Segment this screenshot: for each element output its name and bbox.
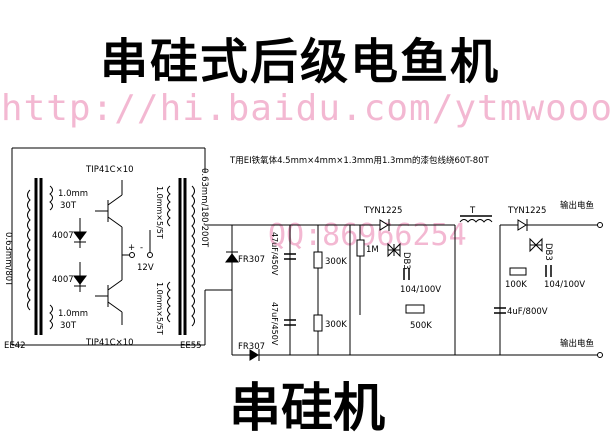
primary-left-label: 0.63mm/80T (3, 232, 13, 287)
watermark-number: QQ:86966254 (268, 218, 467, 253)
winding-top-l1: 1.0mm (58, 189, 88, 199)
diode-top-label: 4007 (52, 231, 74, 241)
cap-47uf-top (284, 253, 296, 260)
core-left (34, 178, 43, 335)
feedback-coil-top (49, 185, 53, 211)
supply-minus: - (140, 243, 143, 253)
cap-104-right (545, 265, 552, 277)
pot-label: 500K (410, 321, 432, 331)
fr307-top-label: FR307 (238, 255, 265, 265)
res-300k-top (313, 251, 323, 269)
output-bottom-label: 输出电鱼 (560, 338, 594, 349)
res-100k (509, 267, 527, 276)
supply-plus: + (128, 243, 135, 253)
output-terminal-top (597, 222, 603, 228)
diode-4007-top (73, 218, 87, 248)
res-1m (356, 239, 365, 257)
cap-right-label: 104/100V (544, 280, 585, 290)
output-terminal-bottom (597, 352, 603, 358)
diode-4007-bottom (73, 262, 87, 292)
scr-right-label: TYN1225 (507, 206, 546, 216)
transistor-bottom-label: TIP41C×10 (85, 338, 134, 348)
res-300k-bottom (313, 314, 323, 332)
output-winding-label: 0.63mm/180-200T (199, 168, 209, 248)
winding-bottom-l2: 30T (60, 321, 77, 331)
cap-104-left (403, 268, 410, 280)
db-left-label: DB3 (401, 252, 411, 270)
cap-top-label: 47uF/450V (270, 232, 279, 276)
cap-4uf-label: 4uF/800V (507, 307, 548, 317)
transformer-t (459, 219, 493, 223)
diode-fr307-bottom (249, 349, 260, 361)
scr-left-label: TYN1225 (363, 206, 402, 216)
diode-fr307-top (225, 251, 239, 263)
cap-left-label: 104/100V (400, 285, 441, 295)
winding-bottom-l1: 1.0mm (58, 309, 88, 319)
res-bottom-label: 300K (325, 320, 347, 330)
diode-bottom-label: 4007 (52, 275, 74, 285)
db3-right (529, 237, 543, 253)
core-right-label: EE55 (180, 341, 202, 351)
core-left-label: EE42 (4, 341, 26, 351)
transistor-top-label: TIP41C×10 (85, 165, 134, 175)
output-top-label: 输出电鱼 (560, 200, 594, 211)
page-title: 串硅式后级电鱼机 (99, 34, 500, 90)
res-top-label: 300K (325, 257, 347, 267)
supply-label: 12V (137, 263, 154, 273)
scr-right (517, 219, 528, 231)
page-subtitle: 串硅机 (228, 379, 385, 439)
watermark-url: http://hi.baidu.com/ytmwooo (0, 88, 614, 129)
fr307-bottom-label: FR307 (238, 342, 265, 352)
sec-top-label: 1.0mm×5/5T (155, 186, 164, 239)
sec-coil-bottom (167, 281, 171, 323)
pot-500k (405, 304, 425, 314)
output-coil (191, 185, 195, 327)
scr-left (379, 219, 390, 231)
res-100k-label: 100K (505, 280, 527, 290)
supply-terminals (121, 227, 153, 280)
db-right-label: DB3 (543, 243, 553, 261)
res-1m-label: 1M (366, 245, 379, 255)
feedback-coil-bottom (49, 304, 53, 330)
cap-bottom-label: 47uF/450V (270, 302, 279, 346)
winding-top-l2: 30T (60, 201, 77, 211)
hv-wiring (205, 224, 600, 356)
note-text: T用EI铁氧体4.5mm×4mm×1.3mm用1.3mm的漆包线绕60T-80T (229, 155, 490, 166)
db3-left (359, 225, 401, 315)
primary-coil-left (27, 189, 31, 311)
transistor-top (95, 180, 123, 228)
sec-coil-top (167, 185, 171, 227)
inverter-frame (11, 147, 206, 346)
transistor-bottom (95, 279, 123, 325)
transformer-t-label: T (469, 206, 476, 216)
sec-bottom-label: 1.0mm×5/5T (155, 282, 164, 335)
cap-47uf-bottom (284, 319, 296, 326)
cap-4uf (494, 307, 506, 314)
core-right (178, 178, 187, 335)
